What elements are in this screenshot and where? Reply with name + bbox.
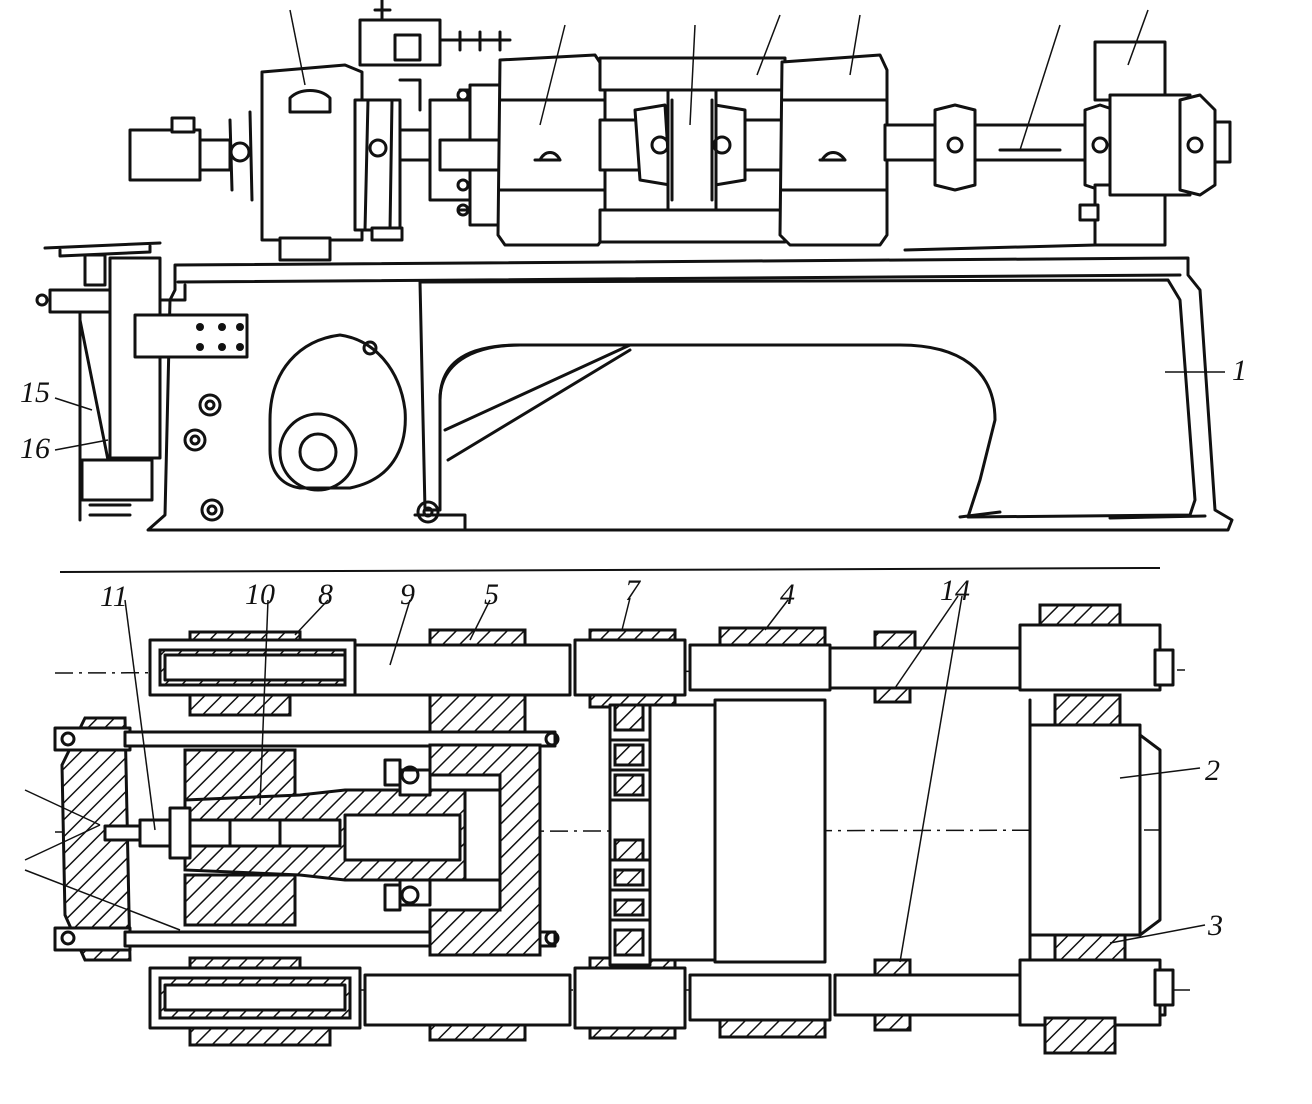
upper-leader-lines bbox=[54, 9, 1225, 451]
view-separator bbox=[59, 567, 1161, 573]
label-3: 3 bbox=[1207, 909, 1223, 942]
label-1: 1 bbox=[1232, 354, 1247, 387]
left-control-unit bbox=[35, 241, 249, 522]
lower-shaft-row bbox=[148, 956, 1175, 1055]
plan-section-view: 11 10 8 9 5 7 4 14 2 3 bbox=[24, 574, 1223, 1055]
label-2: 2 bbox=[1205, 754, 1220, 787]
gear-head bbox=[260, 0, 512, 262]
drive-motor bbox=[128, 110, 254, 202]
upper-shaft-row bbox=[148, 603, 1175, 747]
right-shaft-assembly bbox=[883, 40, 1232, 252]
coupling-unit bbox=[398, 83, 502, 227]
label-4: 4 bbox=[780, 578, 795, 611]
label-7: 7 bbox=[625, 574, 642, 607]
clamp-body bbox=[103, 748, 472, 927]
lower-leader-lines bbox=[24, 595, 1206, 963]
label-11: 11 bbox=[100, 580, 128, 613]
cylinder-housing bbox=[383, 743, 542, 957]
chain-drive bbox=[608, 703, 652, 967]
label-14: 14 bbox=[940, 574, 970, 607]
label-16: 16 bbox=[20, 432, 50, 465]
end-plate-left bbox=[53, 716, 132, 962]
roll-stand-4 bbox=[778, 53, 889, 247]
frame-bolts bbox=[183, 393, 440, 524]
machine-bed bbox=[146, 256, 1234, 532]
gearbox-housing bbox=[268, 333, 407, 492]
side-elevation-view: 1 15 16 bbox=[20, 0, 1247, 532]
label-8: 8 bbox=[318, 578, 333, 611]
movable-plates bbox=[648, 698, 1162, 964]
label-15: 15 bbox=[20, 376, 50, 409]
roll-stand-5 bbox=[496, 53, 607, 247]
label-5: 5 bbox=[484, 578, 499, 611]
label-9: 9 bbox=[400, 578, 415, 611]
label-10: 10 bbox=[245, 578, 275, 611]
